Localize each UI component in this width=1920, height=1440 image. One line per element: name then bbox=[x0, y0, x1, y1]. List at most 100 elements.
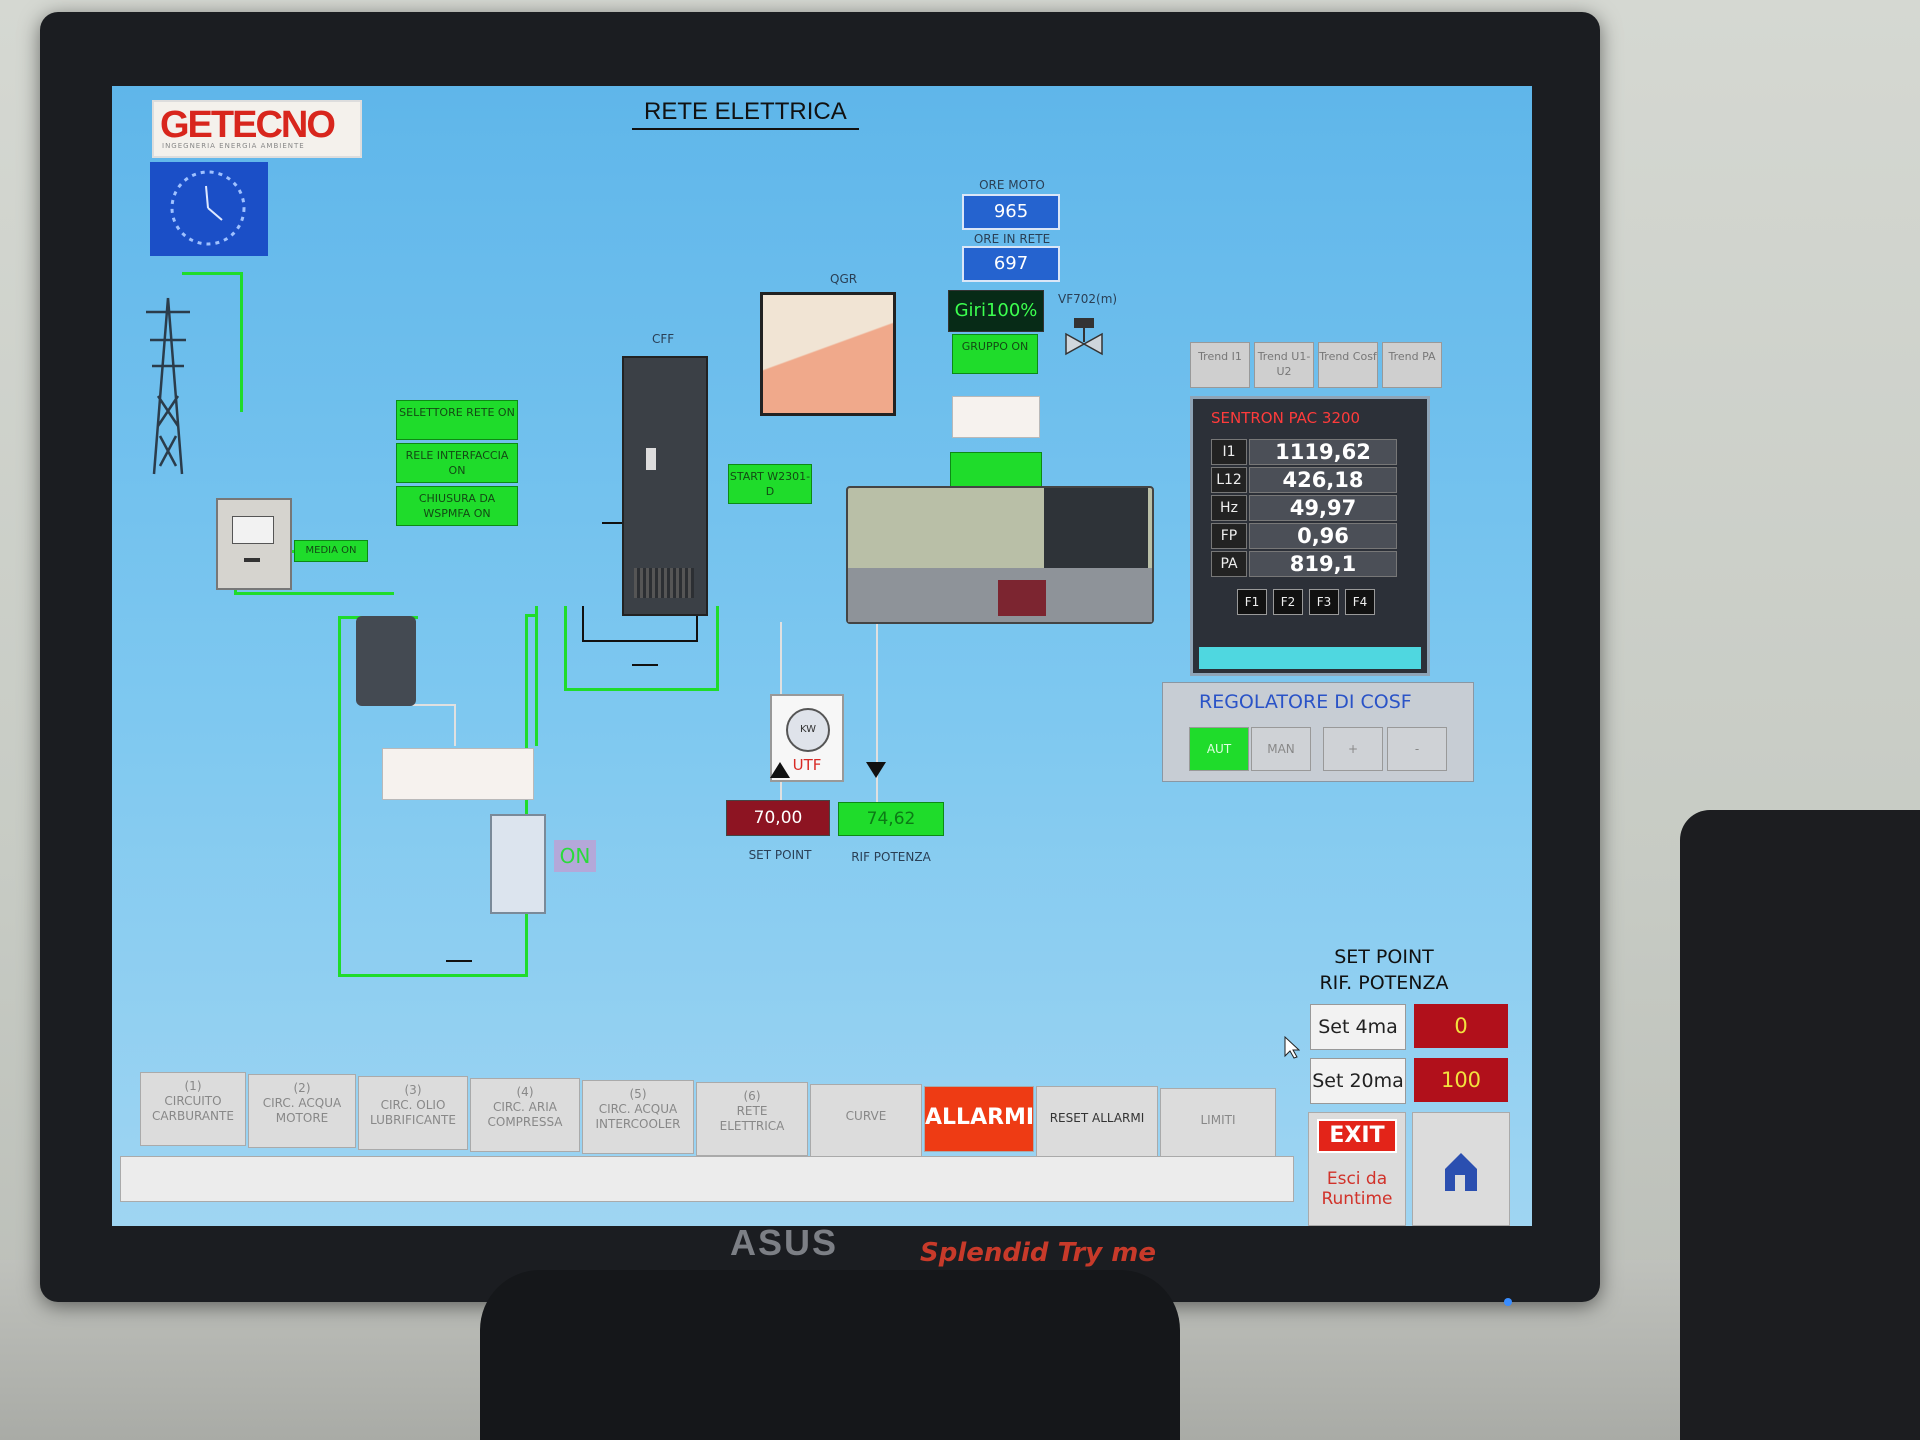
kw-dial: KW bbox=[786, 708, 830, 752]
vent-grille bbox=[634, 568, 694, 598]
meter-box bbox=[216, 498, 292, 590]
sentron-meter: SENTRON PAC 3200 I1 1119,62 L12 426,18 H… bbox=[1190, 396, 1430, 676]
cable bbox=[582, 606, 584, 642]
wire bbox=[182, 272, 242, 275]
cff-cabinet[interactable] bbox=[622, 356, 708, 616]
minus-button[interactable]: - bbox=[1387, 727, 1447, 771]
set-point-label: SET POINT bbox=[748, 848, 812, 862]
set-4ma-button[interactable]: Set 4ma bbox=[1310, 1004, 1406, 1050]
logo-text: GETECNO bbox=[160, 104, 336, 146]
monitor-brand: ASUS bbox=[730, 1222, 839, 1263]
rif-potenza-label: RIF POTENZA bbox=[851, 850, 931, 864]
cable bbox=[454, 704, 456, 746]
set-point-value: 70,00 bbox=[726, 800, 830, 836]
valve-label: VF702(m) bbox=[1058, 292, 1118, 306]
pylon-icon bbox=[146, 297, 190, 475]
f2-key[interactable]: F2 bbox=[1273, 589, 1303, 615]
nav-label: LUBRIFICANTE bbox=[370, 1113, 456, 1127]
meter-slot bbox=[244, 558, 260, 562]
rele-interfaccia-indicator: RELE INTERFACCIA ON bbox=[396, 443, 518, 483]
nav-label: CIRCUITO bbox=[164, 1094, 222, 1108]
wire bbox=[525, 614, 535, 617]
man-button[interactable]: MAN bbox=[1251, 727, 1311, 771]
sentron-label-hz: Hz bbox=[1211, 495, 1247, 521]
trend-u1u2-button[interactable]: Trend U1-U2 bbox=[1254, 342, 1314, 388]
nav-limiti[interactable]: LIMITI bbox=[1160, 1088, 1276, 1162]
nav-reset-allarmi[interactable]: RESET ALLARMI bbox=[1036, 1086, 1158, 1160]
utf-label: UTF bbox=[792, 756, 822, 774]
wire bbox=[564, 688, 719, 691]
valve-icon[interactable] bbox=[1062, 318, 1106, 364]
exit-button[interactable]: EXIT Esci da Runtime bbox=[1308, 1112, 1406, 1226]
logo-subtitle: INGEGNERIA ENERGIA AMBIENTE bbox=[162, 142, 305, 150]
f1-key[interactable]: F1 bbox=[1237, 589, 1267, 615]
nav-label: MOTORE bbox=[275, 1111, 329, 1125]
status-box-blank bbox=[952, 396, 1040, 438]
arrow-up-icon bbox=[770, 762, 790, 778]
sentron-value-i1: 1119,62 bbox=[1249, 439, 1397, 465]
exit-sub-line2: Runtime bbox=[1321, 1189, 1393, 1209]
rif-potenza-value: 74,62 bbox=[838, 802, 944, 836]
set-4ma-value[interactable]: 0 bbox=[1414, 1004, 1508, 1048]
trend-cosf-button[interactable]: Trend Cosf bbox=[1318, 342, 1378, 388]
nav-label: (6) bbox=[743, 1089, 761, 1103]
splendid-logo: Splendid Try me bbox=[920, 1238, 1157, 1268]
home-button[interactable] bbox=[1412, 1112, 1510, 1226]
sentron-value-pa: 819,1 bbox=[1249, 551, 1397, 577]
set-20ma-button[interactable]: Set 20ma bbox=[1310, 1058, 1406, 1104]
control-cabinet[interactable] bbox=[490, 814, 546, 914]
cable bbox=[602, 522, 622, 524]
gruppo-on-indicator: GRUPPO ON bbox=[952, 334, 1038, 374]
setpoint-title: SET POINT RIF. POTENZA bbox=[1304, 944, 1464, 996]
on-badge: ON bbox=[554, 840, 596, 872]
nav-label: (5) bbox=[629, 1087, 647, 1101]
f3-key[interactable]: F3 bbox=[1309, 589, 1339, 615]
nav-curve[interactable]: CURVE bbox=[810, 1084, 922, 1158]
arrow-left bbox=[632, 664, 658, 666]
generator-engine[interactable] bbox=[846, 486, 1154, 624]
mouse-cursor-icon bbox=[1284, 1036, 1300, 1059]
qgr-panel[interactable] bbox=[760, 292, 896, 416]
trend-i1-button[interactable]: Trend I1 bbox=[1190, 342, 1250, 388]
regolatore-panel: REGOLATORE DI COSF AUT MAN + - bbox=[1162, 682, 1474, 782]
sentron-value-hz: 49,97 bbox=[1249, 495, 1397, 521]
start-indicator: START W2301-D bbox=[728, 464, 812, 504]
nav-label: INTERCOOLER bbox=[595, 1117, 681, 1131]
nav-label: COMPRESSA bbox=[487, 1115, 563, 1129]
nav-label: (1) bbox=[184, 1079, 202, 1093]
sentron-base bbox=[1199, 647, 1421, 669]
nav-allarmi[interactable]: ALLARMI bbox=[924, 1086, 1034, 1152]
sentron-value-l12: 426,18 bbox=[1249, 467, 1397, 493]
nav-label: LIMITI bbox=[1200, 1113, 1236, 1127]
exit-sub-line1: Esci da bbox=[1326, 1169, 1388, 1189]
set-20ma-value[interactable]: 100 bbox=[1414, 1058, 1508, 1102]
ore-rete-value: 697 bbox=[962, 246, 1060, 282]
nav-label: RESET ALLARMI bbox=[1049, 1111, 1145, 1125]
aut-button[interactable]: AUT bbox=[1189, 727, 1249, 771]
cable bbox=[412, 704, 456, 706]
f4-key[interactable]: F4 bbox=[1345, 589, 1375, 615]
nav-label: CIRC. ACQUA bbox=[262, 1096, 342, 1110]
nav-label: CARBURANTE bbox=[152, 1109, 234, 1123]
trend-tabs: Trend I1 Trend U1-U2 Trend Cosf Trend PA bbox=[1190, 342, 1444, 390]
status-bar bbox=[120, 1156, 1294, 1202]
regolatore-title: REGOLATORE DI COSF bbox=[1199, 691, 1412, 713]
sentron-label-fp: FP bbox=[1211, 523, 1247, 549]
utf-meter[interactable]: KW UTF bbox=[770, 694, 844, 782]
nav-label: CURVE bbox=[845, 1109, 887, 1123]
plus-button[interactable]: + bbox=[1323, 727, 1383, 771]
media-on-indicator: MEDIA ON bbox=[294, 540, 368, 562]
arrow-down-icon bbox=[866, 762, 886, 778]
wire bbox=[564, 606, 567, 690]
nav-label: ALLARMI bbox=[925, 1105, 1035, 1130]
sentron-label-pa: PA bbox=[1211, 551, 1247, 577]
wire bbox=[338, 974, 528, 977]
trend-pa-button[interactable]: Trend PA bbox=[1382, 342, 1442, 388]
nav-label: CIRC. ARIA bbox=[493, 1100, 557, 1114]
